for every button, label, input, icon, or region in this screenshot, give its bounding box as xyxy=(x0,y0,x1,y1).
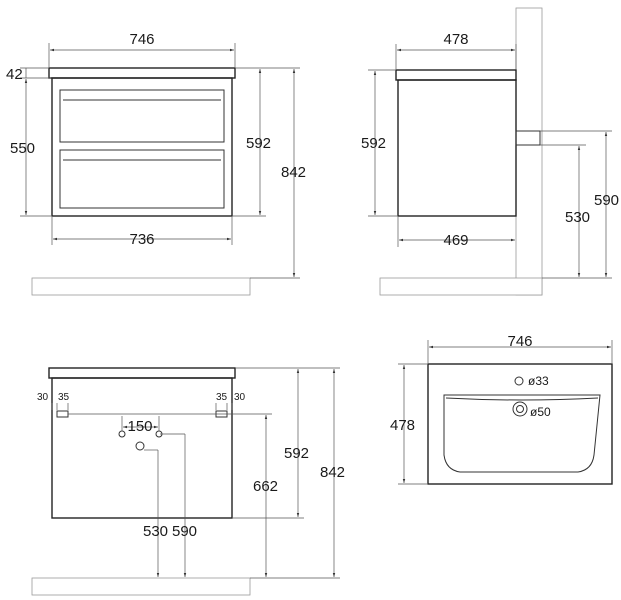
top-basin-outline xyxy=(443,394,601,473)
rear-drain-high-label: 590 xyxy=(172,523,197,540)
side-cabinet-body xyxy=(397,79,517,217)
top-basin-inner-curve xyxy=(445,397,599,401)
side-drain-low-label: 530 xyxy=(565,209,590,226)
front-top-thickness-label: 42 xyxy=(6,66,23,83)
side-depth-bottom-label: 469 xyxy=(443,232,468,249)
front-floor-hatch xyxy=(31,277,251,296)
rear-drain-low-label: 530 xyxy=(143,523,168,540)
side-countertop xyxy=(395,69,517,81)
top-countertop-outline xyxy=(427,363,613,485)
side-floor-hatch xyxy=(379,277,543,296)
rear-edge-left-outer-label: 30 xyxy=(37,392,49,403)
top-tap-hole-label: ø33 xyxy=(528,374,549,388)
rear-cabinet-body xyxy=(51,377,233,519)
rear-countertop xyxy=(48,367,236,379)
side-wall-hatch xyxy=(515,7,543,296)
rear-floor-hatch xyxy=(31,577,251,596)
front-width-top-label: 746 xyxy=(129,31,154,48)
top-view: ø33 ø50 746 478 xyxy=(390,333,613,485)
side-drain-high-label: 590 xyxy=(594,192,619,209)
side-body-height-label: 592 xyxy=(361,135,386,152)
rear-edge-right-outer-label: 30 xyxy=(234,392,246,403)
rear-total-height-label: 842 xyxy=(320,464,345,481)
rear-edge-right-inner-label: 35 xyxy=(216,392,228,403)
front-total-height-label: 842 xyxy=(281,164,306,181)
front-countertop xyxy=(48,67,236,79)
front-body-height-label: 592 xyxy=(246,135,271,152)
rear-edge-left-inner-label: 35 xyxy=(58,392,70,403)
top-drain-hole-outer xyxy=(512,401,528,417)
rear-mount-height-label: 662 xyxy=(253,478,278,495)
top-tap-hole xyxy=(514,376,524,386)
front-drawer-upper xyxy=(59,89,225,143)
rear-hole-spacing-label: 150 xyxy=(127,418,152,435)
front-view: 746 736 42 550 592 842 xyxy=(6,31,306,296)
side-depth-top-label: 478 xyxy=(443,31,468,48)
side-drain-pipe xyxy=(515,130,541,146)
side-view: 478 469 592 530 590 xyxy=(361,7,619,296)
top-drain-hole-inner xyxy=(516,405,524,413)
top-drain-hole-label: ø50 xyxy=(530,405,551,419)
rear-bracket-left xyxy=(56,410,69,418)
front-cabinet-body xyxy=(51,77,233,217)
front-width-bottom-label: 736 xyxy=(129,231,154,248)
rear-drain-hole xyxy=(135,441,145,451)
rear-body-height-label: 592 xyxy=(284,445,309,462)
front-drawer-height-label: 550 xyxy=(10,140,35,157)
front-drawer-lower xyxy=(59,149,225,209)
rear-view: 30 35 35 30 150 530 590 592 662 xyxy=(31,367,345,596)
top-depth-label: 478 xyxy=(390,417,415,434)
rear-mount-hole-left xyxy=(118,430,126,438)
top-width-label: 746 xyxy=(507,333,532,350)
